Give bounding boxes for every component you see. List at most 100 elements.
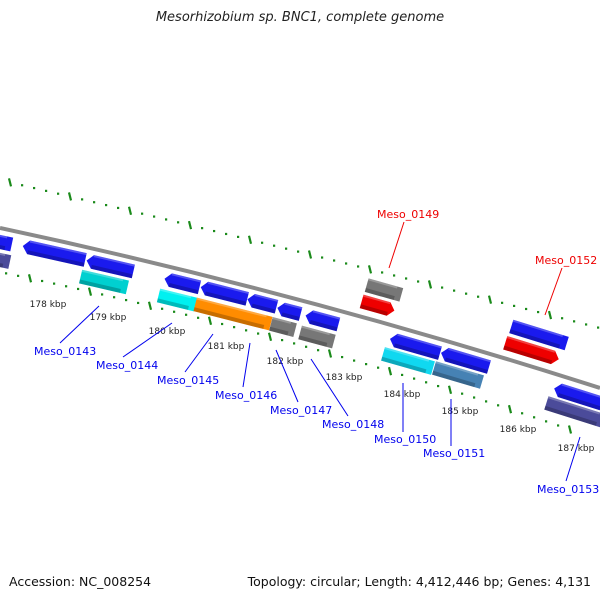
gene-feature[interactable] <box>304 309 341 332</box>
minor-tick <box>357 265 360 268</box>
kbp-label: 186 kbp <box>500 425 537 435</box>
kbp-label: 178 kbp <box>30 300 67 310</box>
gene-labels: Meso_0143Meso_0144Meso_0145Meso_0146Meso… <box>34 208 599 496</box>
genome-backbone <box>0 226 600 390</box>
gene-feature[interactable] <box>509 319 569 351</box>
label-leader-line <box>310 358 349 417</box>
gene-label[interactable]: Meso_0151 <box>423 447 485 460</box>
gene-feature[interactable] <box>0 251 12 269</box>
minor-tick <box>521 412 524 415</box>
minor-tick <box>473 396 476 399</box>
gene-label[interactable]: Meso_0149 <box>377 208 439 221</box>
gene-feature[interactable] <box>503 336 561 366</box>
minor-tick <box>245 329 248 332</box>
minor-tick <box>261 241 264 244</box>
minor-tick <box>41 279 44 283</box>
major-tick <box>67 192 73 201</box>
gene-label[interactable]: Meso_0145 <box>157 374 219 387</box>
label-leader-line <box>242 342 251 388</box>
minor-tick <box>125 298 128 302</box>
minor-tick <box>105 203 108 207</box>
gene-feature[interactable] <box>0 232 14 252</box>
gene-feature[interactable] <box>544 396 600 428</box>
minor-tick <box>213 229 216 233</box>
minor-tick <box>557 424 560 427</box>
minor-tick <box>465 292 468 295</box>
minor-tick <box>257 332 260 335</box>
minor-tick <box>117 206 120 210</box>
minor-tick <box>537 310 540 314</box>
gene-feature[interactable] <box>364 278 404 302</box>
minor-tick <box>5 272 8 275</box>
label-leader-line <box>388 221 405 269</box>
gene-feature[interactable] <box>298 325 336 349</box>
minor-tick <box>165 218 168 221</box>
minor-tick <box>233 326 236 329</box>
gene-label[interactable]: Meso_0143 <box>34 345 96 358</box>
minor-tick <box>153 215 156 218</box>
minor-tick <box>281 338 284 342</box>
label-leader-line <box>184 333 214 373</box>
minor-tick <box>597 326 600 329</box>
minor-tick <box>197 316 200 319</box>
minor-tick <box>573 320 576 323</box>
gene-feature[interactable] <box>269 317 297 337</box>
gene-feature[interactable] <box>79 269 129 295</box>
major-tick <box>7 178 13 187</box>
gene-feature[interactable] <box>552 382 600 411</box>
gene-feature[interactable] <box>359 294 397 318</box>
minor-tick <box>425 381 428 384</box>
major-tick <box>567 425 573 434</box>
minor-tick <box>225 232 228 236</box>
minor-tick <box>317 349 320 352</box>
minor-tick <box>77 287 80 291</box>
major-tick <box>367 265 373 274</box>
minor-tick <box>345 262 348 265</box>
minor-tick <box>525 307 528 311</box>
gene-feature[interactable] <box>276 301 303 321</box>
major-tick <box>247 235 253 244</box>
minor-tick <box>161 307 164 310</box>
gene-feature[interactable] <box>21 239 87 267</box>
major-tick <box>387 366 393 376</box>
major-tick <box>507 404 513 414</box>
gene-feature[interactable] <box>381 347 435 375</box>
gene-feature[interactable] <box>388 332 442 360</box>
kbp-label: 184 kbp <box>384 390 421 400</box>
minor-tick <box>365 363 368 366</box>
gene-feature[interactable] <box>85 254 135 279</box>
gene-label[interactable]: Meso_0153 <box>537 483 599 496</box>
minor-tick <box>177 221 180 224</box>
minor-tick <box>21 184 24 187</box>
gene-feature[interactable] <box>246 292 279 314</box>
gene-label[interactable]: Meso_0146 <box>215 389 277 402</box>
minor-tick <box>93 201 96 204</box>
gene-label[interactable]: Meso_0147 <box>270 404 332 417</box>
kbp-label: 185 kbp <box>442 407 479 417</box>
gene-label[interactable]: Meso_0150 <box>374 433 436 446</box>
minor-tick <box>353 359 356 362</box>
gene-label[interactable]: Meso_0144 <box>96 359 158 372</box>
tick-rings <box>5 178 600 434</box>
minor-tick <box>17 274 20 277</box>
minor-tick <box>273 244 276 247</box>
major-tick <box>127 206 133 215</box>
gene-feature[interactable] <box>439 346 491 374</box>
gene-feature[interactable] <box>163 272 202 295</box>
gene-label[interactable]: Meso_0148 <box>322 418 384 431</box>
gene-label[interactable]: Meso_0152 <box>535 254 597 267</box>
gene-feature[interactable] <box>432 361 484 389</box>
minor-tick <box>545 420 548 423</box>
topology-text: Topology: circular; Length: 4,412,446 bp… <box>247 574 591 589</box>
minor-tick <box>285 247 288 250</box>
gene-feature[interactable] <box>193 297 273 331</box>
minor-tick <box>401 373 404 377</box>
kbp-label: 182 kbp <box>267 357 304 367</box>
gene-feature[interactable] <box>156 288 198 312</box>
minor-tick <box>65 285 68 288</box>
minor-tick <box>417 280 420 283</box>
gene-feature[interactable] <box>199 280 249 306</box>
map-title: Mesorhizobium sp. BNC1, complete genome <box>155 10 445 25</box>
accession-text: Accession: NC_008254 <box>9 574 152 589</box>
